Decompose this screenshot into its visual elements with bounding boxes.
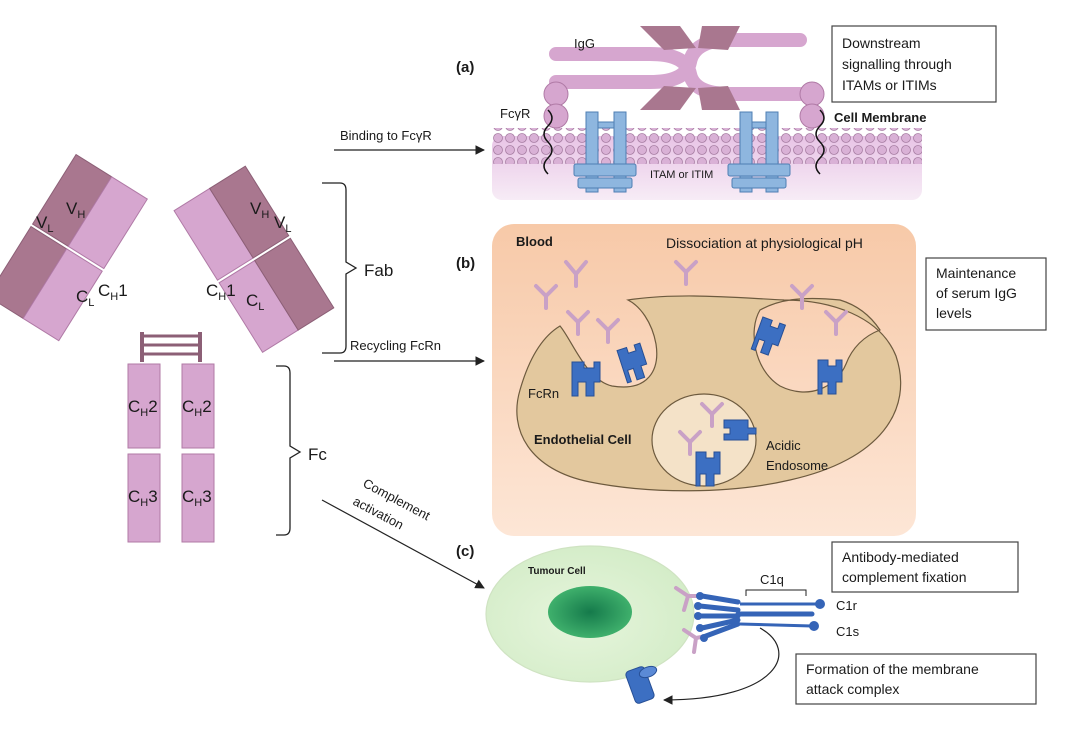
- lipid-bilayer: [492, 128, 922, 164]
- panel-c-caption-bottom: Formation of the membrane attack complex: [806, 661, 983, 697]
- panel-c-caption-bottom-box: [795, 653, 1037, 705]
- free-igg: [534, 284, 558, 310]
- vl-right-label: VL: [274, 213, 291, 235]
- fcrn-receptor: [750, 316, 787, 356]
- vh-left-label: VH: [66, 199, 85, 221]
- fcrn-receptor: [695, 451, 721, 487]
- ch3-left-domain: [127, 453, 161, 543]
- panel-c-caption-top-box: [831, 541, 1019, 593]
- fab-brace: [322, 182, 358, 354]
- ch2-left-domain: [127, 363, 161, 449]
- antibody-structure: VL VH CL CH1 VH VL CH1 CL CH2 CH2 CH3 CH…: [0, 153, 335, 543]
- c1s-label: C1s: [836, 624, 860, 639]
- cl-right-label: CL: [246, 291, 264, 313]
- tumour-nucleus: [548, 586, 632, 638]
- fcrn-receptor: [817, 359, 843, 395]
- complement-arrow: [321, 499, 485, 589]
- vl-left-label: VL: [36, 213, 53, 235]
- itam-receptor-left: [573, 111, 637, 193]
- cl-left-label: CL: [76, 287, 94, 309]
- igg-molecule: [543, 26, 825, 129]
- endosome-igg: [700, 402, 724, 428]
- c1q-label: C1q: [760, 572, 784, 587]
- panel-a-label: (a): [456, 59, 474, 76]
- panel-b-caption: Maintenance of serum IgG levels: [936, 265, 1021, 321]
- vh-right-label: VH: [250, 199, 269, 221]
- panel-a-caption-box: [831, 25, 997, 103]
- fcyr-right-wave: [815, 109, 825, 175]
- c1q-complex: [694, 592, 825, 642]
- c1r-label: C1r: [836, 598, 858, 613]
- fcrn-receptor: [616, 342, 648, 384]
- ch3-left-label: CH3: [128, 487, 158, 509]
- mac-formation-arrow: [663, 627, 780, 705]
- fcyr-label: FcγR: [500, 106, 530, 121]
- ch2-left-label: CH2: [128, 397, 158, 419]
- fcyr-left-wave: [543, 109, 553, 175]
- ch2-right-label: CH2: [182, 397, 212, 419]
- panel-c-caption-top: Antibody-mediated complement fixation: [842, 549, 967, 585]
- free-igg: [564, 260, 588, 288]
- ch1-left-label: CH1: [98, 281, 128, 303]
- right-fab-arm: [173, 165, 335, 354]
- panel-c: (c) Tumour Cell C1q C1r C1s: [456, 541, 1037, 705]
- cl-right-domain: [254, 237, 335, 331]
- fc-label: Fc: [308, 445, 327, 464]
- vl-right-domain: [208, 165, 290, 259]
- c1q-bracket: [745, 589, 807, 596]
- free-igg: [566, 310, 590, 336]
- free-igg: [790, 284, 814, 310]
- ch1-left-domain: [22, 248, 103, 342]
- fcrn-receptor: [723, 419, 757, 441]
- vh-left-domain: [67, 176, 148, 270]
- panel-a-caption: Downstream signalling through ITAMs or I…: [842, 35, 956, 93]
- left-fab-arm: [0, 153, 148, 342]
- free-igg: [674, 260, 698, 286]
- hinge-disulfide: [140, 332, 202, 362]
- free-igg: [824, 310, 848, 336]
- panel-b: (b) Blood: [456, 224, 1047, 536]
- panel-c-label: (c): [456, 543, 474, 560]
- recycling-arrow-label: Recycling FcRn: [350, 338, 441, 353]
- itam-receptor-right: [727, 111, 791, 193]
- ch3-right-domain: [181, 453, 215, 543]
- binding-arrow-label: Binding to FcγR: [340, 128, 432, 143]
- acidic-endosome: [651, 393, 757, 487]
- endosome-igg: [678, 430, 702, 456]
- itam-label: ITAM or ITIM: [650, 169, 713, 181]
- membrane-attack-complex: [625, 665, 658, 704]
- endothelial-cell-label: Endothelial Cell: [534, 432, 632, 447]
- ch3-right-label: CH3: [182, 487, 212, 509]
- dissociation-label: Dissociation at physiological pH: [666, 235, 863, 251]
- acidic-endosome-label: Acidic Endosome: [766, 438, 828, 473]
- fcrn-label: FcRn: [528, 386, 559, 401]
- fab-label: Fab: [364, 261, 393, 280]
- free-igg: [596, 318, 620, 344]
- igg-label: IgG: [574, 36, 595, 51]
- ch2-right-domain: [181, 363, 215, 449]
- fcrn-receptor: [571, 361, 601, 397]
- panel-b-label: (b): [456, 255, 475, 272]
- ch1-right-label: CH1: [206, 281, 236, 303]
- blood-label: Blood: [516, 234, 553, 249]
- tumour-cell-label: Tumour Cell: [528, 566, 586, 577]
- endothelial-cell: [516, 295, 902, 492]
- cell-membrane-label: Cell Membrane: [834, 110, 926, 125]
- fc-brace: [276, 365, 302, 536]
- panel-b-caption-box: [925, 257, 1047, 331]
- panel-a: (a) IgG FcγR: [456, 25, 997, 200]
